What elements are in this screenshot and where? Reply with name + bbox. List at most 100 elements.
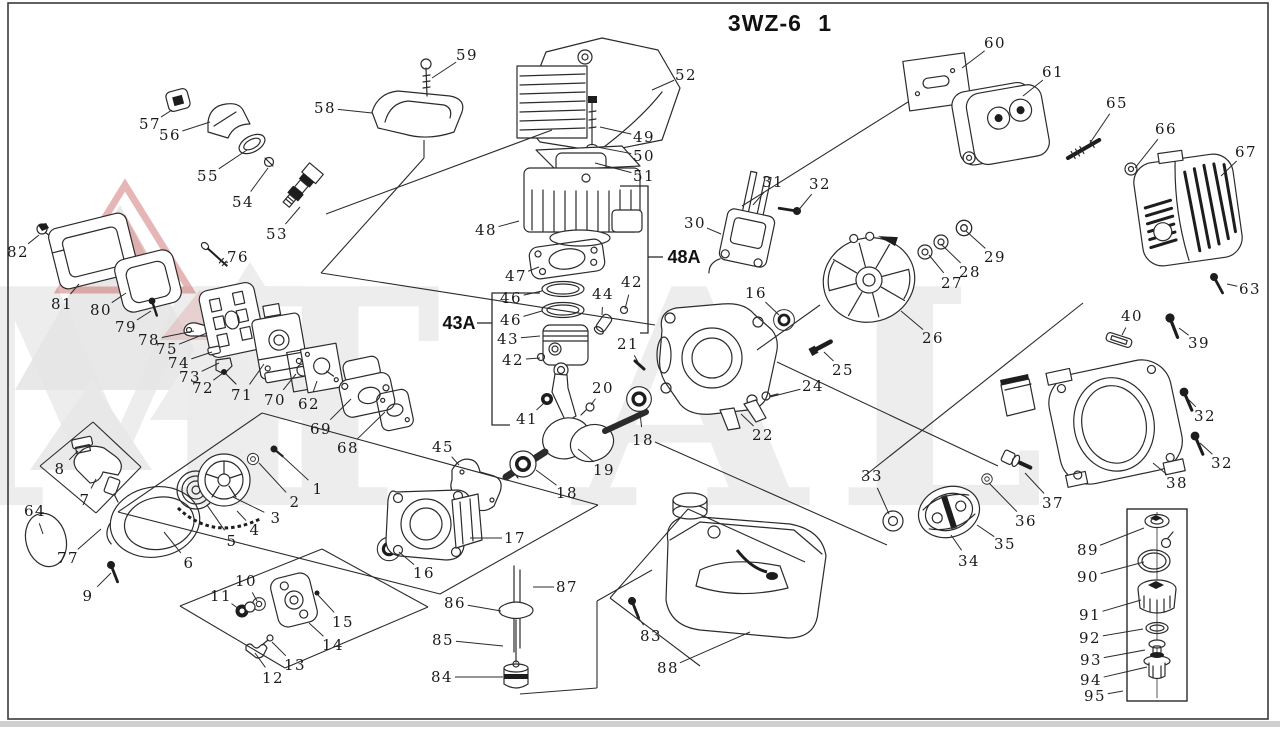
leader-line-59	[431, 61, 457, 79]
part-53-spark-plug	[282, 162, 324, 208]
leader-line-90	[1100, 561, 1145, 575]
callout-35: 35	[994, 535, 1016, 553]
part-2-washer	[246, 452, 260, 466]
part-7-starter-handle	[73, 445, 122, 503]
part-3-rope-pulley	[197, 453, 251, 507]
leader-line-12	[254, 652, 266, 668]
callout-43: 43	[497, 330, 519, 348]
leader-line-14	[308, 622, 324, 637]
construction-line	[261, 412, 599, 506]
construction-line	[92, 421, 142, 468]
leader-line-80	[111, 292, 127, 304]
leader-line-13	[271, 641, 287, 657]
callout-50: 50	[633, 147, 655, 165]
callout-82: 82	[7, 243, 29, 261]
construction-line	[284, 606, 429, 669]
construction-line	[39, 465, 97, 514]
callout-60: 60	[984, 34, 1006, 52]
callout-90: 90	[1077, 568, 1099, 586]
part-94-insert	[1143, 652, 1171, 680]
leader-line-40	[1121, 327, 1127, 336]
part-18-bearing-left	[509, 450, 537, 478]
callout-64: 64	[24, 502, 46, 520]
leader-line-54	[250, 167, 269, 192]
part-41-needle-bearing	[541, 393, 553, 405]
part-42-circlip-b	[536, 352, 546, 362]
leader-line-18	[639, 412, 643, 428]
part-86-grommet	[498, 601, 534, 620]
part-46-piston-rings	[541, 280, 585, 319]
callouts-layer: 48A43A5952585756555453495051484746464342…	[7, 34, 1260, 705]
leader-line-60	[961, 50, 985, 69]
callout-84: 84	[431, 668, 453, 686]
callout-73: 73	[179, 368, 201, 386]
callout-56: 56	[159, 126, 181, 144]
part-64-ring	[24, 512, 68, 568]
leader-line-16	[765, 301, 780, 316]
leader-line-16	[398, 551, 415, 566]
callout-29: 29	[984, 248, 1006, 266]
leader-line-93	[1103, 649, 1146, 659]
part-69-intake-manifold	[338, 355, 396, 418]
part-13-pawl	[261, 634, 274, 646]
leader-line-3	[232, 496, 265, 513]
part-89-cap-top	[1144, 513, 1170, 529]
leader-line-28	[940, 243, 961, 264]
leader-line-62	[312, 380, 318, 392]
leader-line-21	[633, 355, 639, 363]
callout-10: 10	[235, 572, 257, 590]
part-30-ignition-coil	[708, 170, 776, 274]
callout-39: 39	[1188, 334, 1210, 352]
callout-68: 68	[337, 439, 359, 457]
callout-37: 37	[1042, 494, 1064, 512]
construction-line	[325, 129, 553, 215]
callout-18: 18	[556, 484, 578, 502]
part-67-muffler-cover	[1133, 149, 1243, 267]
part-32-screw-coil	[777, 198, 804, 223]
leader-line-36	[988, 482, 1018, 513]
leader-line-82	[27, 234, 40, 245]
part-91-fuel-cap	[1137, 579, 1177, 614]
part-56-plug-boot	[207, 103, 251, 139]
leader-line-18	[535, 469, 557, 486]
callout-89: 89	[1077, 541, 1099, 559]
part-47-head-gasket	[528, 238, 606, 280]
construction-line	[117, 412, 263, 513]
leader-line-31	[752, 191, 765, 206]
leader-line-73	[201, 362, 220, 372]
part-40-key	[1105, 332, 1133, 348]
part-32-bolt-c	[1183, 428, 1213, 456]
callout-1: 1	[312, 480, 323, 498]
part-75-filter-backplate	[198, 281, 266, 359]
leader-line-69	[329, 398, 352, 421]
leader-line-95	[1107, 690, 1124, 695]
callout-55: 55	[197, 167, 219, 185]
leader-line-91	[1102, 599, 1142, 612]
callout-24: 24	[802, 377, 824, 395]
leader-line-7	[90, 478, 97, 489]
leader-line-79	[136, 310, 152, 321]
callout-17: 17	[504, 529, 526, 547]
callout-20: 20	[592, 379, 614, 397]
part-24-fitting	[761, 391, 779, 401]
callout-32: 32	[809, 175, 831, 193]
leader-line-58	[337, 108, 373, 114]
leader-line-51	[594, 162, 632, 174]
part-20-clip	[580, 402, 595, 416]
part-62-insulator-plate	[299, 342, 345, 394]
construction-line	[776, 361, 999, 467]
leader-line-74	[191, 351, 213, 360]
callout-78: 78	[138, 331, 160, 349]
callout-92: 92	[1079, 629, 1101, 647]
callout-11: 11	[210, 587, 232, 605]
page-border	[7, 2, 1269, 720]
callout-3: 3	[270, 509, 281, 527]
leader-line-92	[1102, 628, 1144, 637]
callout-51: 51	[633, 167, 655, 185]
leader-line-11	[231, 603, 240, 610]
leader-line-38	[1152, 462, 1168, 476]
construction-line	[687, 508, 806, 563]
part-63-screw	[1204, 270, 1231, 295]
callout-75: 75	[156, 340, 178, 358]
